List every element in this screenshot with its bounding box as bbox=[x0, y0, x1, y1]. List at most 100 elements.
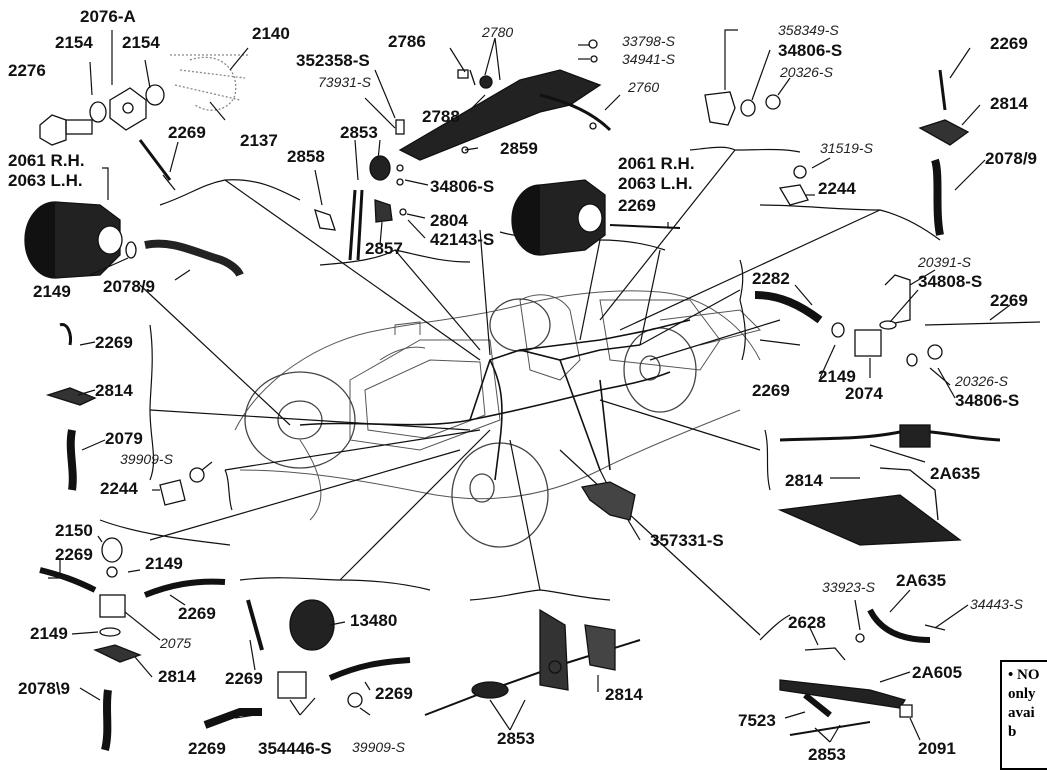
part-label-2074: 2074 bbox=[845, 384, 883, 403]
part-label-2244-left: 2244 bbox=[100, 479, 138, 498]
part-label-34443-s: 34443-S bbox=[970, 596, 1023, 612]
part-label-2760: 2760 bbox=[628, 79, 660, 95]
bracket-358349-assembly bbox=[704, 69, 970, 236]
wheel-cylinder-left bbox=[24, 201, 244, 279]
part-label-2786: 2786 bbox=[388, 32, 426, 51]
part-label-2075: 2075 bbox=[160, 635, 192, 651]
part-label-352358-s: 352358-S bbox=[296, 51, 370, 70]
part-label-2814-cable-right: 2814 bbox=[785, 471, 823, 490]
part-label-34806-s-top: 34806-S bbox=[430, 177, 495, 196]
part-label-2091: 2091 bbox=[918, 739, 956, 758]
part-label-34941-s: 34941-S bbox=[622, 51, 675, 67]
part-label-2269-top-left: 2269 bbox=[168, 123, 206, 142]
part-label-2804: 2804 bbox=[430, 211, 468, 230]
tee-block-2074-assembly bbox=[754, 274, 1041, 367]
part-label-2076a: 2076-A bbox=[80, 7, 136, 26]
note-line-3: avai bbox=[1008, 705, 1035, 721]
wheel-cylinder-right bbox=[511, 179, 681, 256]
part-label-2269-left-mid: 2269 bbox=[95, 333, 133, 352]
part-label-2137: 2137 bbox=[240, 131, 278, 150]
part-label-2149-left: 2149 bbox=[33, 282, 71, 301]
part-label-2269-top-right: 2269 bbox=[990, 34, 1028, 53]
part-label-2063-lh-left: 2063 L.H. bbox=[8, 171, 83, 190]
bracket-357331 bbox=[580, 481, 636, 521]
part-label-2269-tee-upper-right: 2269 bbox=[178, 604, 216, 623]
part-label-2814-top-right: 2814 bbox=[990, 94, 1028, 113]
part-label-2154-right: 2154 bbox=[122, 33, 160, 52]
part-label-2063-lh-right: 2063 L.H. bbox=[618, 174, 693, 193]
part-label-2150: 2150 bbox=[55, 521, 93, 540]
part-label-34808-s: 34808-S bbox=[918, 272, 983, 291]
part-label-2814-cable-center: 2814 bbox=[605, 685, 643, 704]
rear-left-wheel bbox=[489, 298, 551, 352]
part-label-2269-tee-left: 2269 bbox=[752, 381, 790, 400]
part-label-2061-rh-right: 2061 R.H. bbox=[618, 154, 695, 173]
part-label-13480: 13480 bbox=[350, 611, 398, 630]
part-label-2a605: 2A605 bbox=[912, 663, 963, 682]
group-braces bbox=[99, 146, 941, 641]
part-label-34806-s-lower: 34806-S bbox=[955, 391, 1020, 410]
note-line-2: only bbox=[1008, 686, 1036, 702]
front-left-wheel bbox=[244, 371, 356, 469]
part-label-354446-s: 354446-S bbox=[258, 739, 332, 758]
part-label-33798-s: 33798-S bbox=[622, 33, 675, 49]
part-label-2628: 2628 bbox=[788, 613, 826, 632]
part-label-2814-tee-lower: 2814 bbox=[158, 667, 196, 686]
part-label-2079: 2079 bbox=[105, 429, 143, 448]
part-label-2788: 2788 bbox=[422, 107, 460, 126]
note-line-1: • NO bbox=[1008, 667, 1040, 683]
part-label-73931-s: 73931-S bbox=[318, 74, 371, 90]
part-label-2282: 2282 bbox=[752, 269, 790, 288]
part-label-7523: 7523 bbox=[738, 711, 776, 730]
part-label-2269-tee-upper-left: 2269 bbox=[55, 545, 93, 564]
part-label-2780: 2780 bbox=[482, 24, 514, 40]
rear-right-wheel bbox=[623, 327, 697, 413]
part-label-2853-lower: 2853 bbox=[808, 745, 846, 764]
note-box: • NO only avai b bbox=[1000, 660, 1047, 770]
front-right-wheel bbox=[451, 442, 549, 548]
tee-block-2075-assembly bbox=[39, 537, 226, 751]
part-label-2814-left-mid: 2814 bbox=[95, 381, 133, 400]
part-label-39909-s-lower: 39909-S bbox=[352, 739, 405, 755]
part-label-2269-tee-right: 2269 bbox=[990, 291, 1028, 310]
cable-2853-assembly bbox=[424, 608, 641, 716]
part-label-2a635-right: 2A635 bbox=[930, 464, 981, 483]
part-label-2078-9-left: 2078/9 bbox=[103, 277, 155, 296]
part-label-39909-s-left: 39909-S bbox=[120, 451, 173, 467]
part-label-2269-fitting-left: 2269 bbox=[225, 669, 263, 688]
part-label-2858: 2858 bbox=[287, 147, 325, 166]
part-label-33923-s: 33923-S bbox=[822, 579, 875, 595]
part-label-2149-tee-lower: 2149 bbox=[30, 624, 68, 643]
parking-brake-handle-assembly bbox=[314, 39, 612, 261]
part-label-2149-tee-upper: 2149 bbox=[145, 554, 183, 573]
label-arrows bbox=[48, 29, 1011, 743]
part-label-2269-mid-right: 2269 bbox=[618, 196, 656, 215]
bolt-2076a-assembly bbox=[39, 54, 250, 191]
part-label-2859: 2859 bbox=[500, 139, 538, 158]
part-label-2276: 2276 bbox=[8, 61, 46, 80]
part-label-20326-s-lower: 20326-S bbox=[955, 373, 1008, 389]
part-label-2140: 2140 bbox=[252, 24, 290, 43]
part-label-2269-fitting-right: 2269 bbox=[375, 684, 413, 703]
part-label-2853-cable: 2853 bbox=[497, 729, 535, 748]
fitting-354446-assembly bbox=[203, 599, 411, 729]
part-label-2149-right: 2149 bbox=[818, 367, 856, 386]
part-label-42143-s: 42143-S bbox=[430, 230, 495, 249]
note-line-4: b bbox=[1008, 724, 1017, 740]
part-label-2a635-lower: 2A635 bbox=[896, 571, 947, 590]
part-label-20391-s: 20391-S bbox=[918, 254, 971, 270]
bracket-2814-left-assembly bbox=[45, 323, 205, 506]
part-label-2244-right: 2244 bbox=[818, 179, 856, 198]
lever-2a605-assembly bbox=[779, 608, 946, 736]
part-label-357331-s: 357331-S bbox=[650, 531, 724, 550]
part-label-31519-s: 31519-S bbox=[820, 140, 873, 156]
part-label-2853-top: 2853 bbox=[340, 123, 378, 142]
part-label-2078-9-lower: 2078\9 bbox=[18, 679, 70, 698]
cable-2a635-assembly bbox=[777, 424, 1001, 546]
part-label-358349-s: 358349-S bbox=[778, 22, 839, 38]
part-label-34806-s-right-top: 34806-S bbox=[778, 41, 843, 60]
part-label-2269-fitting-bottom: 2269 bbox=[188, 739, 226, 758]
part-label-20326-s-top: 20326-S bbox=[780, 64, 833, 80]
